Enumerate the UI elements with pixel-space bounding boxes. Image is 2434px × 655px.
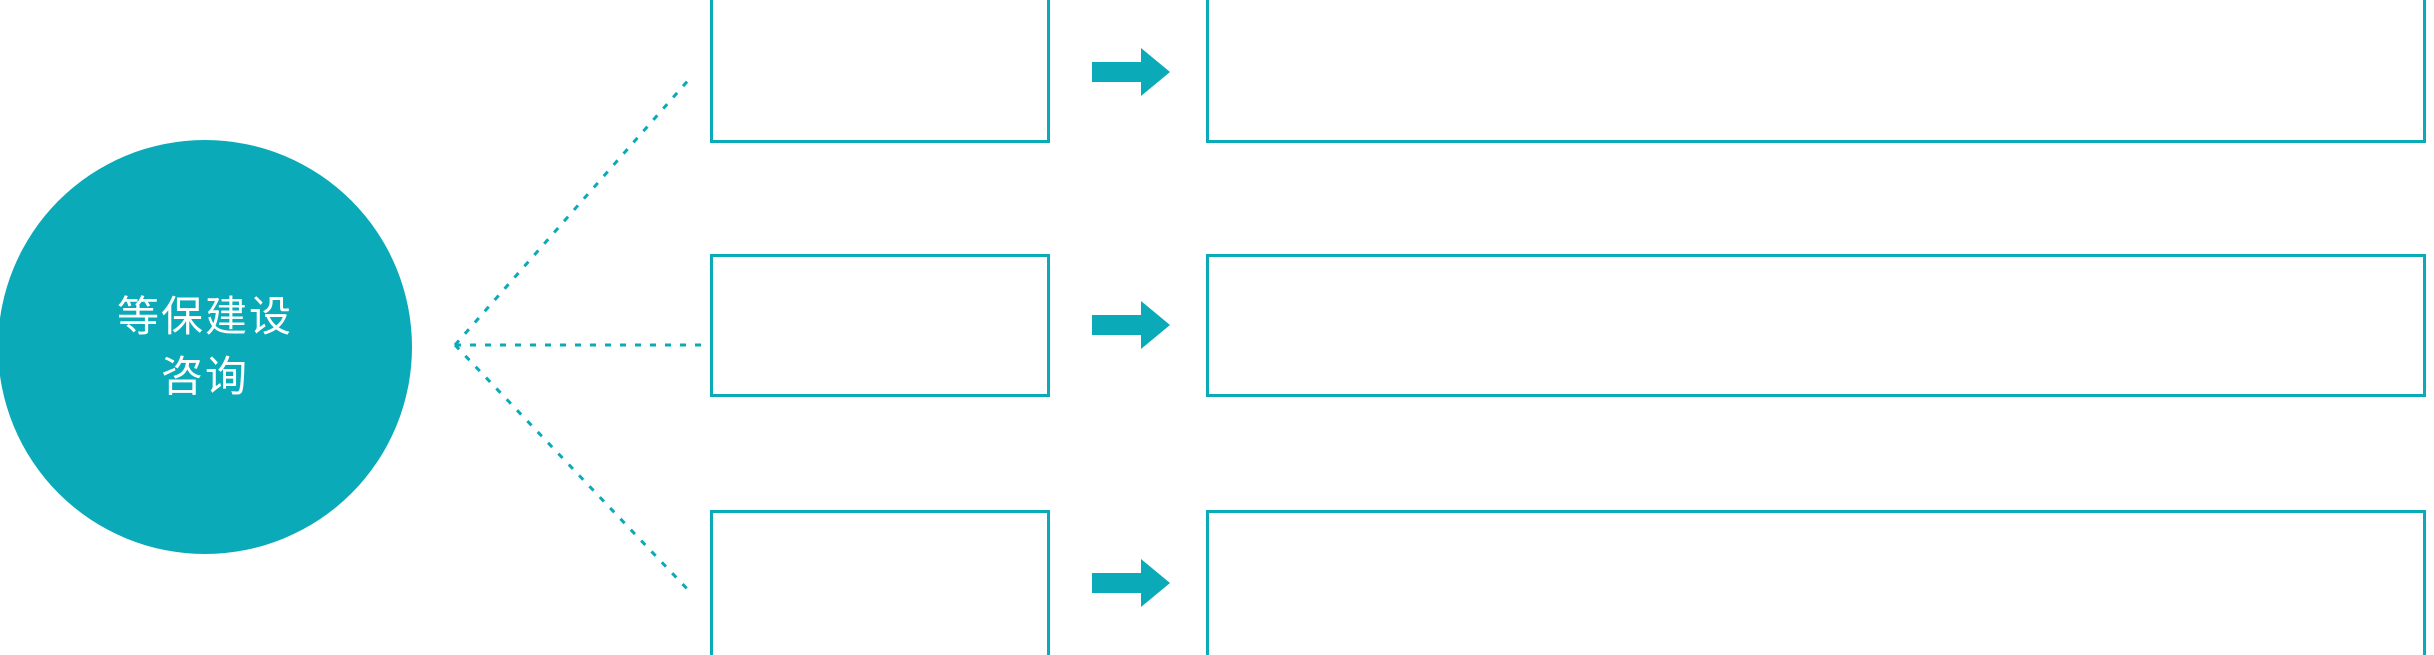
detail-box-3[interactable] xyxy=(1206,510,2426,655)
stage-box-1[interactable] xyxy=(710,0,1050,143)
arrow-right-icon-1 xyxy=(1092,46,1170,98)
stage-box-3[interactable] xyxy=(710,510,1050,655)
connector-branch-bottom xyxy=(453,343,694,596)
connector-branch-top xyxy=(453,75,694,346)
hub-circle[interactable]: 等保建设 咨询 xyxy=(0,140,412,554)
stage-box-2[interactable] xyxy=(710,254,1050,397)
hub-title-line-1: 等保建设 xyxy=(116,293,293,341)
arrow-right-icon-2 xyxy=(1092,299,1170,351)
hub-title-line-2: 咨询 xyxy=(160,353,249,400)
detail-box-1[interactable] xyxy=(1206,0,2426,143)
detail-box-2[interactable] xyxy=(1206,254,2426,397)
arrow-right-icon-3 xyxy=(1092,557,1170,609)
